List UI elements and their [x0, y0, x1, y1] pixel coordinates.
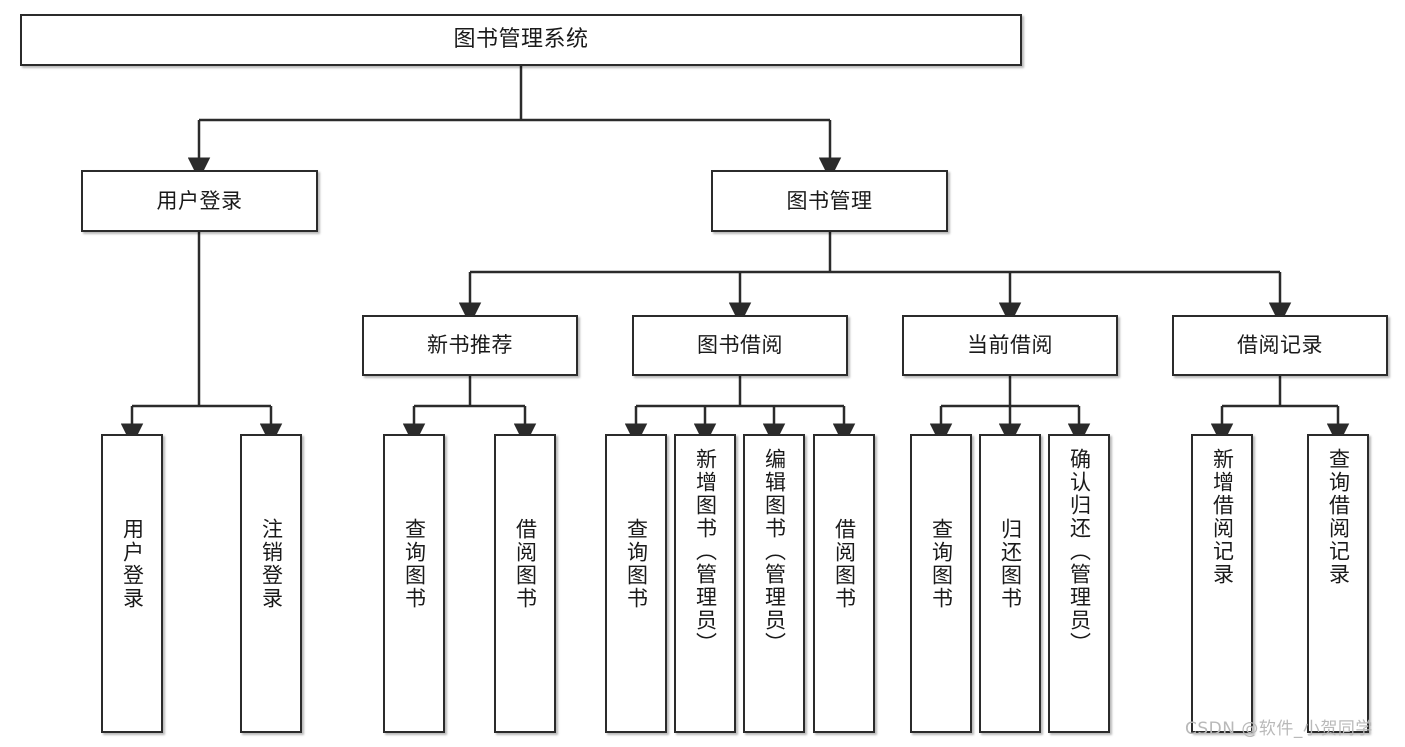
node-label: 注销登录 — [259, 518, 284, 610]
node-label: 图书管理系统 — [453, 27, 589, 53]
node-label: 确认归还（管理员） — [1067, 448, 1092, 655]
node-label: 借阅图书 — [513, 518, 538, 610]
node-label: 用户登录 — [156, 188, 243, 213]
leaf-book-borrow-add-book-admin[interactable]: 新增图书（管理员） — [674, 434, 736, 733]
node-label: 图书管理 — [786, 188, 873, 213]
leaf-user-login-login[interactable]: 用户登录 — [101, 434, 163, 733]
leaf-new-book-borrow-book[interactable]: 借阅图书 — [494, 434, 556, 733]
node-label: 借阅图书 — [832, 518, 857, 610]
node-borrow-record[interactable]: 借阅记录 — [1172, 315, 1388, 376]
node-label: 当前借阅 — [967, 333, 1053, 358]
node-label: 归还图书 — [998, 518, 1023, 610]
node-label: 新增图书（管理员） — [693, 448, 718, 655]
node-label: 查询图书 — [402, 518, 427, 610]
node-label: 编辑图书（管理员） — [762, 448, 787, 655]
leaf-user-login-logout[interactable]: 注销登录 — [240, 434, 302, 733]
leaf-book-borrow-query-book[interactable]: 查询图书 — [605, 434, 667, 733]
node-label: 用户登录 — [120, 518, 145, 610]
node-book-borrow[interactable]: 图书借阅 — [632, 315, 848, 376]
node-label: 新增借阅记录 — [1210, 448, 1235, 586]
leaf-current-borrow-return-book[interactable]: 归还图书 — [979, 434, 1041, 733]
node-new-book-recommend[interactable]: 新书推荐 — [362, 315, 578, 376]
leaf-book-borrow-borrow-book[interactable]: 借阅图书 — [813, 434, 875, 733]
node-label: 查询图书 — [624, 518, 649, 610]
leaf-new-book-query-book[interactable]: 查询图书 — [383, 434, 445, 733]
node-label: 图书借阅 — [697, 333, 783, 358]
leaf-book-borrow-edit-book-admin[interactable]: 编辑图书（管理员） — [743, 434, 805, 733]
leaf-current-borrow-query-book[interactable]: 查询图书 — [910, 434, 972, 733]
node-label: 查询借阅记录 — [1326, 448, 1351, 586]
node-label: 借阅记录 — [1237, 333, 1323, 358]
leaf-current-borrow-confirm-return-admin[interactable]: 确认归还（管理员） — [1048, 434, 1110, 733]
leaf-borrow-record-add-record[interactable]: 新增借阅记录 — [1191, 434, 1253, 733]
node-root-book-management-system[interactable]: 图书管理系统 — [20, 14, 1022, 66]
watermark-text: CSDN @软件_小贺同学 — [1185, 719, 1373, 739]
node-book-management[interactable]: 图书管理 — [711, 170, 948, 232]
node-label: 新书推荐 — [427, 333, 513, 358]
leaf-borrow-record-query-record[interactable]: 查询借阅记录 — [1307, 434, 1369, 733]
node-current-borrow[interactable]: 当前借阅 — [902, 315, 1118, 376]
node-label: 查询图书 — [929, 518, 954, 610]
node-user-login[interactable]: 用户登录 — [81, 170, 318, 232]
